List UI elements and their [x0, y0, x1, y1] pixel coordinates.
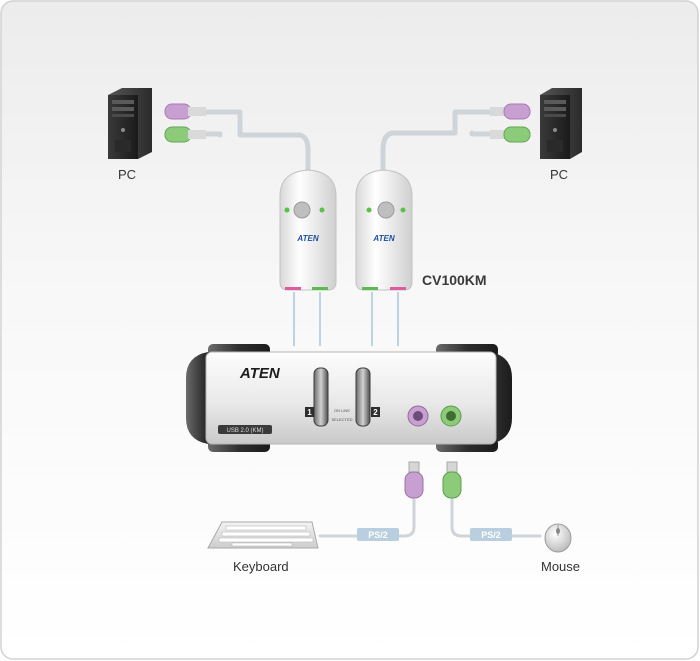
adapter-right: ATEN: [355, 169, 413, 291]
cable-left-pc-mouse: [202, 131, 223, 138]
pc-left-label: PC: [118, 167, 137, 182]
ps2-tag-mouse-text: PS/2: [481, 530, 501, 540]
adapter-left-brand: ATEN: [296, 234, 318, 243]
port2-select-button[interactable]: [355, 367, 371, 427]
adapter-right-brand: ATEN: [372, 234, 394, 243]
model-label: CV100KM: [422, 272, 487, 288]
ps2-tag-mouse: PS/2: [470, 528, 512, 541]
cable-left-pc-kb: [202, 109, 311, 173]
online-label: ON LINE: [334, 408, 350, 413]
pc-left-icon: [108, 88, 152, 159]
selected-label: SELECTED: [331, 417, 352, 422]
ps2-plugs-right: [490, 103, 531, 143]
cable-right-pc-mouse: [469, 130, 493, 137]
kvm-switch: ATEN USB 2.0 (KM) 1 2 ON LINE SELECTED: [186, 344, 512, 452]
ps2-plugs-left: [164, 103, 206, 143]
mouse-icon: [544, 523, 572, 553]
mouse-label: Mouse: [541, 559, 581, 574]
peripheral-cables: [318, 498, 542, 538]
cable-keyboard: [318, 498, 416, 538]
cables: [202, 109, 493, 173]
cable-right-pc-kb: [380, 109, 493, 173]
port1-number: 1: [307, 408, 312, 417]
switch-model-strip: USB 2.0 (KM): [226, 428, 263, 434]
cable-mouse: [450, 498, 542, 538]
adapter-left: ATEN: [279, 169, 337, 291]
pc-right-label: PC: [550, 167, 569, 182]
switch-brand-logo: ATEN: [239, 365, 281, 382]
port1-select-button[interactable]: [313, 367, 329, 427]
keyboard-label: Keyboard: [233, 559, 289, 574]
keyboard-icon: [207, 521, 319, 549]
ps2-tag-keyboard: PS/2: [357, 528, 399, 541]
peripheral-plugs: [404, 461, 462, 499]
pc-right-icon: [540, 88, 582, 159]
adapter-to-switch-cables: [293, 292, 399, 346]
ps2-tag-keyboard-text: PS/2: [368, 530, 388, 540]
port2-number: 2: [373, 408, 378, 417]
